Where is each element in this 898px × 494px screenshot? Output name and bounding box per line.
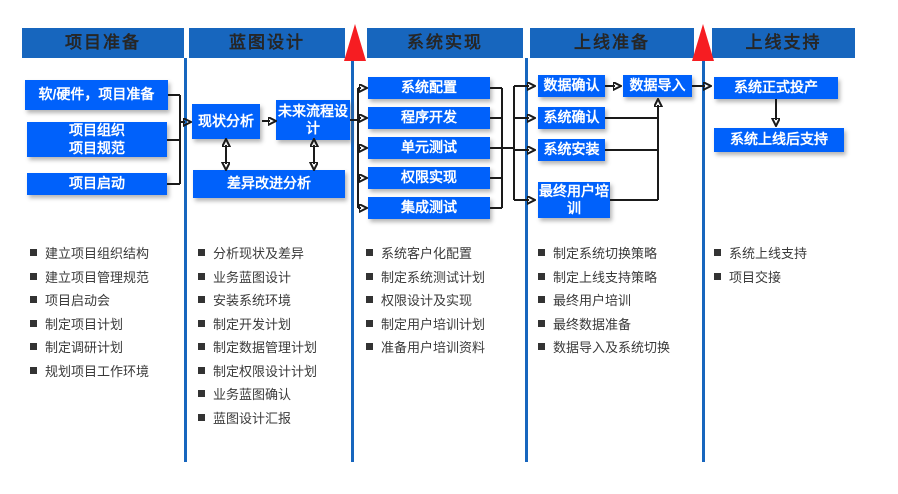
task-item: 规划项目工作环境 xyxy=(30,359,195,383)
task-item: 系统上线支持 xyxy=(714,241,879,265)
task-item: 蓝图设计汇报 xyxy=(198,406,363,430)
task-item: 安装系统环境 xyxy=(198,288,363,312)
task-item: 项目交接 xyxy=(714,265,879,289)
activity-box-program-dev: 程序开发 xyxy=(368,107,490,129)
activity-box-authorization: 权限实现 xyxy=(368,167,490,189)
activity-box-hw-sw-preparation: 软/硬件，项目准备 xyxy=(25,80,168,110)
task-item: 项目启动会 xyxy=(30,288,195,312)
phase-header-support: 上线支持 xyxy=(712,28,855,58)
activity-box-future-process: 未来流程设计 xyxy=(276,100,350,140)
activity-box-system-config: 系统配置 xyxy=(368,77,490,99)
task-item: 制定调研计划 xyxy=(30,335,195,359)
task-item: 系统客户化配置 xyxy=(366,241,531,265)
task-item: 建立项目组织结构 xyxy=(30,241,195,265)
activity-box-go-live: 系统正式投产 xyxy=(714,77,838,99)
milestone-triangle-golive xyxy=(692,24,714,61)
task-list-golive-prep: 制定系统切换策略 制定上线支持策略 最终用户培训 最终数据准备 数据导入及系统切… xyxy=(538,241,703,359)
task-list-preparation: 建立项目组织结构 建立项目管理规范 项目启动会 制定项目计划 制定调研计划 规划… xyxy=(30,241,195,382)
task-item: 制定系统测试计划 xyxy=(366,265,531,289)
activity-box-integration-test: 集成测试 xyxy=(368,197,490,219)
activity-box-gap-analysis: 差异改进分析 xyxy=(193,170,345,198)
task-item: 制定项目计划 xyxy=(30,312,195,336)
task-item: 制定权限设计计划 xyxy=(198,359,363,383)
activity-box-data-confirm: 数据确认 xyxy=(538,75,605,97)
task-list-blueprint: 分析现状及差异 业务蓝图设计 安装系统环境 制定开发计划 制定数据管理计划 制定… xyxy=(198,241,363,429)
task-item: 制定上线支持策略 xyxy=(538,265,703,289)
task-item: 建立项目管理规范 xyxy=(30,265,195,289)
activity-box-project-kickoff: 项目启动 xyxy=(27,173,167,195)
phase-header-realization: 系统实现 xyxy=(367,28,523,58)
activity-box-end-user-training: 最终用户培训 xyxy=(538,182,610,218)
task-item: 业务蓝图设计 xyxy=(198,265,363,289)
task-item: 最终用户培训 xyxy=(538,288,703,312)
activity-box-unit-test: 单元测试 xyxy=(368,137,490,159)
phase-header-blueprint: 蓝图设计 xyxy=(189,28,345,58)
task-list-realization: 系统客户化配置 制定系统测试计划 权限设计及实现 制定用户培训计划 准备用户培训… xyxy=(366,241,531,359)
activity-box-system-confirm: 系统确认 xyxy=(538,107,605,129)
task-item: 分析现状及差异 xyxy=(198,241,363,265)
task-item: 制定系统切换策略 xyxy=(538,241,703,265)
milestone-triangle-blueprint-done xyxy=(344,24,366,61)
task-item: 制定数据管理计划 xyxy=(198,335,363,359)
task-list-support: 系统上线支持 项目交接 xyxy=(714,241,879,288)
task-item: 制定开发计划 xyxy=(198,312,363,336)
task-item: 最终数据准备 xyxy=(538,312,703,336)
activity-box-current-analysis: 现状分析 xyxy=(192,104,260,139)
task-item: 权限设计及实现 xyxy=(366,288,531,312)
task-item: 业务蓝图确认 xyxy=(198,382,363,406)
activity-box-system-install: 系统安装 xyxy=(538,139,605,161)
phase-header-preparation: 项目准备 xyxy=(22,28,184,58)
column-divider xyxy=(702,58,705,462)
task-item: 准备用户培训资料 xyxy=(366,335,531,359)
activity-box-data-import: 数据导入 xyxy=(623,75,692,97)
task-item: 数据导入及系统切换 xyxy=(538,335,703,359)
activity-box-post-golive: 系统上线后支持 xyxy=(714,128,844,152)
phase-header-golive-prep: 上线准备 xyxy=(530,28,694,58)
task-item: 制定用户培训计划 xyxy=(366,312,531,336)
activity-box-project-org-norms: 项目组织 项目规范 xyxy=(27,122,167,157)
